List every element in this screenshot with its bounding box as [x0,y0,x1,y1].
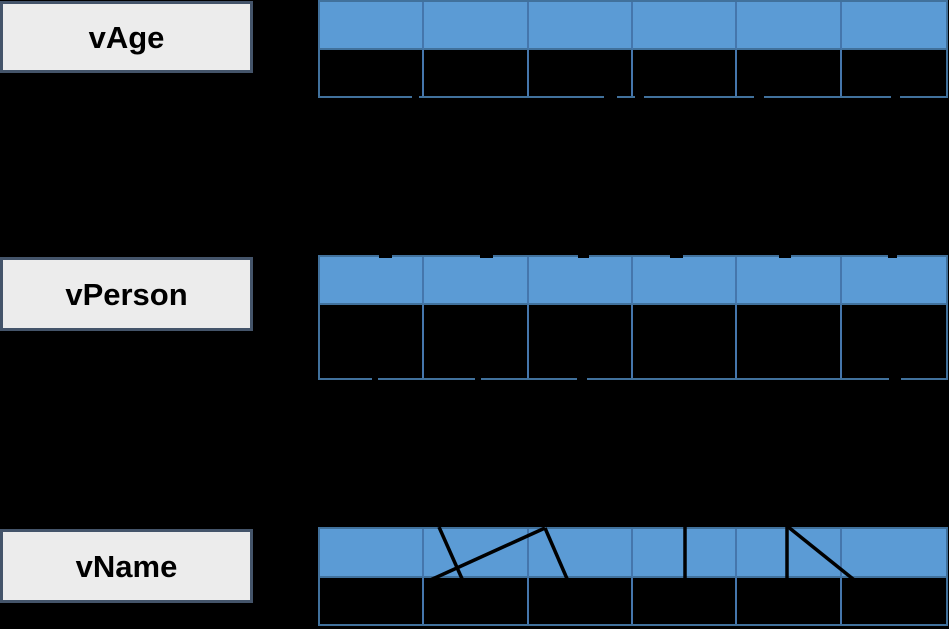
body-cell [842,50,946,96]
header-cell [633,2,738,50]
header-cell [424,257,529,305]
body-cell [424,578,529,624]
header-cell [320,257,425,305]
header-cell [737,529,842,578]
memory-table-vage [318,0,948,98]
body-cell [737,50,842,96]
body-cell [633,305,738,378]
variable-label-vname: vName [75,548,178,584]
header-cell [841,2,946,50]
variable-label-vperson: vPerson [65,276,188,312]
body-cell [633,50,738,96]
header-cell [633,257,738,305]
header-cell [841,257,946,305]
body-cell [320,578,425,624]
header-cell [737,2,842,50]
header-cell [528,2,633,50]
memory-table-vperson [318,255,948,380]
body-cell [842,305,946,378]
variable-box-vage: vAge [0,1,253,73]
header-cell [633,529,738,578]
body-cell [529,50,633,96]
header-cell [424,2,529,50]
header-cell [841,529,946,578]
body-cell [320,305,425,378]
header-cell [528,529,633,578]
header-cell [424,529,529,578]
variable-label-vage: vAge [88,19,165,55]
body-cell [633,578,738,624]
memory-table-vname [318,527,948,626]
body-cell [529,578,633,624]
body-cell [737,305,842,378]
body-cell [424,50,529,96]
header-cell [320,2,425,50]
body-cell [424,305,529,378]
header-cell [320,529,425,578]
body-cell [529,305,633,378]
body-cell [320,50,425,96]
body-cell [842,578,946,624]
header-cell [528,257,633,305]
header-cell [737,257,842,305]
body-cell [737,578,842,624]
variable-box-vname: vName [0,529,253,603]
variable-box-vperson: vPerson [0,257,253,331]
